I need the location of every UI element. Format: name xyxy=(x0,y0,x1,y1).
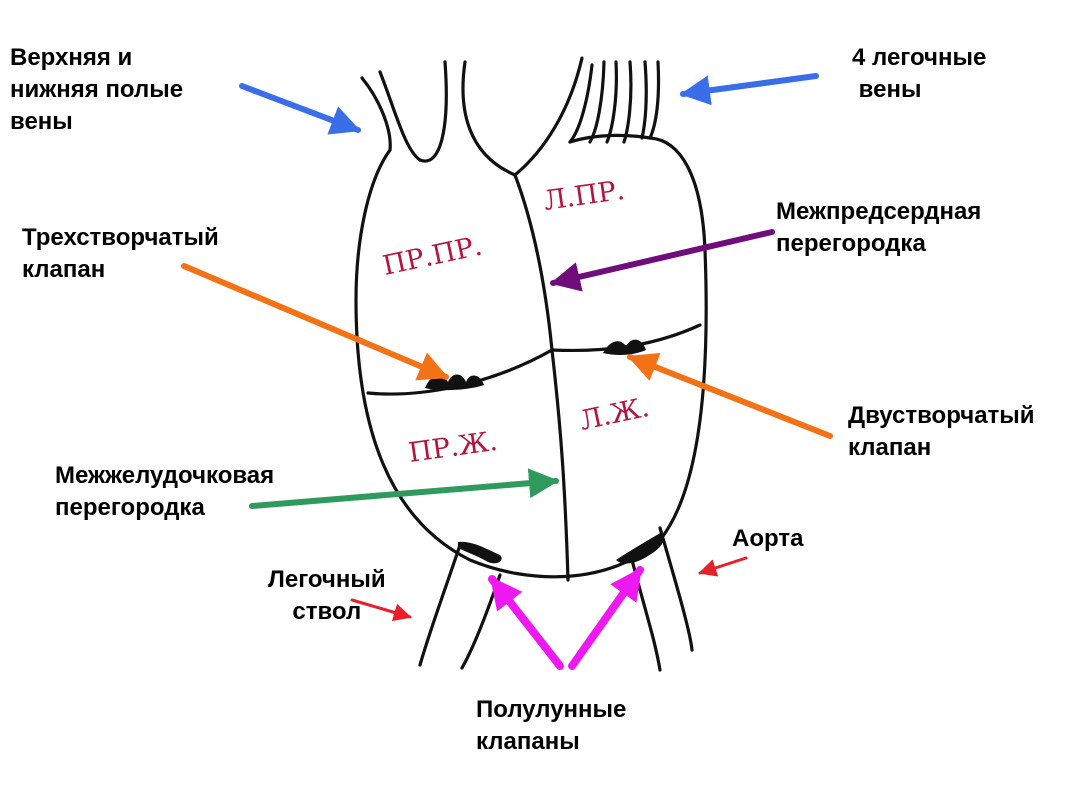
label-tricuspid-valve: Трехстворчатый клапан xyxy=(22,224,219,283)
arrow-interventricular-septum xyxy=(249,468,559,509)
pulmonary-semilunar-leaflets xyxy=(458,541,502,564)
chamber-label-left-ventricle: Л.Ж. xyxy=(577,392,652,437)
label-vena-cava: Верхняя и нижняя полые вены xyxy=(10,44,184,135)
label-interventricular-septum: Межжелудочковая перегородка xyxy=(55,462,275,521)
arrow-pulmonary-veins xyxy=(680,73,819,106)
arrow-pulmonary-trunk xyxy=(350,598,412,622)
arrow-semilunar-left xyxy=(488,575,564,670)
valve-leaflets xyxy=(425,339,664,564)
chamber-label-left-atrium: Л.ПР. xyxy=(542,175,627,217)
mitral-leaflets xyxy=(603,339,646,355)
arrow-semilunar-right xyxy=(568,566,644,670)
label-interatrial-septum: Межпредсердная перегородка xyxy=(776,198,982,257)
label-mitral-valve: Двустворчатый клапан xyxy=(848,402,1035,461)
label-semilunar-valves: Полулунные клапаны xyxy=(476,696,627,755)
arrow-interatrial-septum xyxy=(550,229,775,292)
aortic-semilunar-leaflets xyxy=(616,532,664,564)
label-pulmonary-trunk: Легочный ствол xyxy=(268,566,386,625)
label-pulmonary-veins: 4 легочные вены xyxy=(852,44,987,103)
chamber-label-right-ventricle: ПР.Ж. xyxy=(407,426,500,469)
arrow-tricuspid-valve xyxy=(181,263,449,381)
label-aorta: Аорта xyxy=(732,525,804,552)
tricuspid-leaflets xyxy=(425,374,484,391)
chamber-label-right-atrium: ПР.ПР. xyxy=(380,231,485,282)
arrow-vena-cava xyxy=(239,83,361,135)
arrow-mitral-valve xyxy=(627,352,833,439)
arrow-aorta xyxy=(698,556,748,577)
